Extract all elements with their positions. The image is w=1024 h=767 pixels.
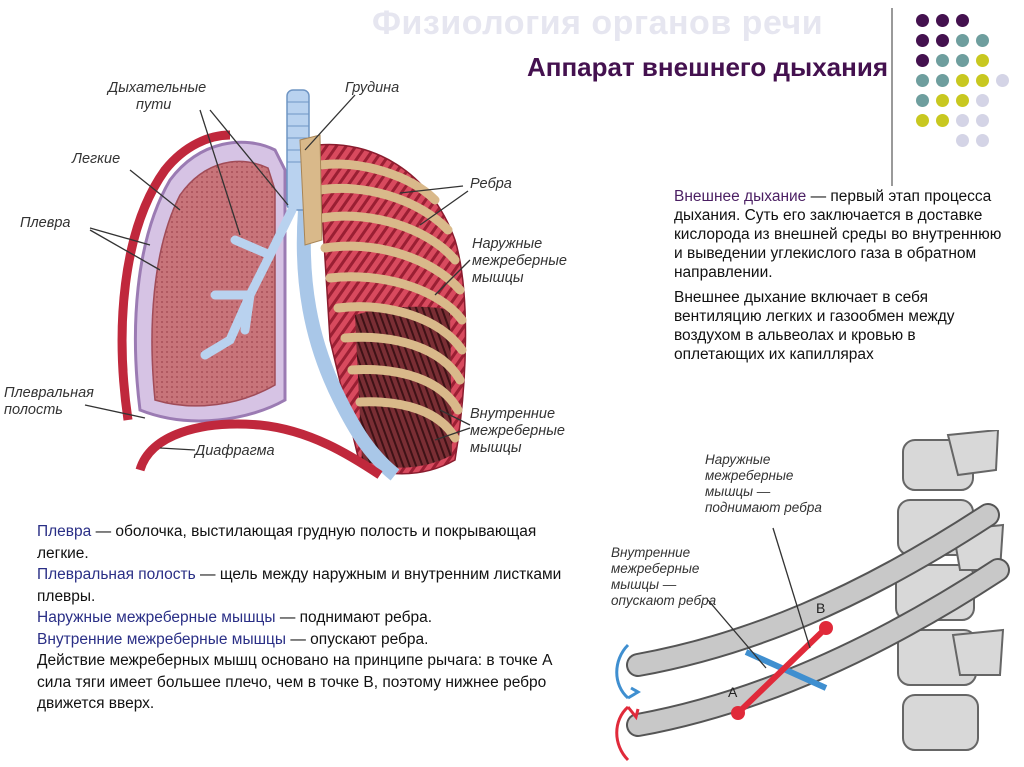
ribs-group: [315, 159, 467, 443]
label-pleural-cavity: Плевральная полость: [4, 385, 94, 418]
slide-subtitle: Аппарат внешнего дыхания: [526, 52, 888, 82]
chest-wall-left: [117, 130, 231, 421]
bronchi-shape: [200, 205, 297, 360]
lung-anatomy-illustration: [84, 89, 471, 481]
rib-leader-lines: [707, 527, 811, 669]
label-internal-muscles-action: Внутренние межреберные мышцы — опускают …: [611, 545, 717, 608]
label-airways: Дыхательные пути: [108, 80, 207, 113]
label-pleura: Плевра: [20, 215, 71, 231]
label-sternum: Грудина: [345, 80, 400, 96]
point-b-marker: [819, 621, 833, 635]
ribs-diagram: [626, 503, 1010, 737]
external-muscle-line: [735, 625, 829, 716]
terms-description: Плевра — оболочка, выстилающая грудную п…: [37, 521, 577, 715]
header-divider: [891, 8, 893, 186]
term-external-breathing: Внешнее дыхание: [674, 188, 807, 205]
label-point-a: A: [728, 684, 738, 700]
sternum-shape: [299, 134, 323, 246]
rib-lever-diagram: [615, 430, 1010, 762]
label-lungs: Легкие: [72, 151, 121, 167]
lever-principle-text: Действие межреберных мышц основано на пр…: [37, 652, 553, 712]
diaphragm-shape: [135, 419, 383, 479]
left-lung-shape: [151, 160, 276, 407]
label-point-b: B: [816, 600, 826, 616]
label-external-muscles: Наружные межреберные мышцы: [472, 236, 567, 286]
point-a-marker: [731, 706, 745, 720]
label-diaphragm: Диафрагма: [195, 443, 275, 459]
pleura-right: [296, 209, 400, 481]
label-ribs: Ребра: [470, 176, 512, 192]
ventilation-description: Внешнее дыхание включает в себя вентиляц…: [674, 289, 955, 363]
leader-lines: [84, 94, 471, 451]
slide-title: Физиология органов речи: [372, 4, 824, 42]
decorative-dot-grid: [910, 12, 1010, 162]
external-breathing-description: Внешнее дыхание — первый этап процесса д…: [674, 187, 1009, 370]
label-internal-muscles: Внутренние межреберные мышцы: [470, 406, 565, 456]
label-external-muscles-action: Наружные межреберные мышцы — поднимают р…: [705, 452, 822, 515]
motion-arrows: [615, 643, 641, 762]
